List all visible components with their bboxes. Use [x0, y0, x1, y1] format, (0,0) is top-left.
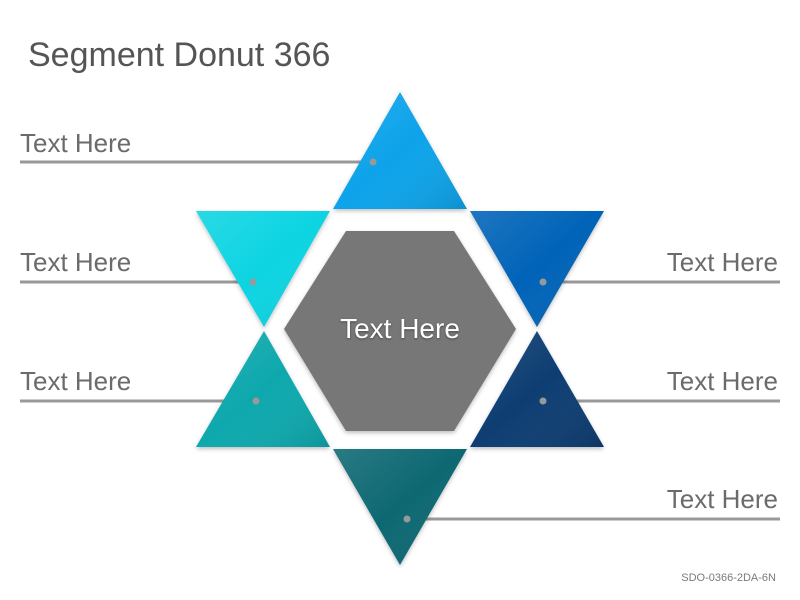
- connector-dot: [252, 397, 260, 405]
- connector-dot: [403, 515, 411, 523]
- connectors: [20, 160, 780, 521]
- connector-dots: [249, 158, 547, 523]
- center-label: Text Here: [340, 313, 460, 344]
- segment-label-4: Text Here: [666, 247, 778, 277]
- segment-label-5: Text Here: [666, 366, 778, 396]
- connector-dot: [249, 278, 257, 286]
- segment-gloss: [333, 449, 467, 565]
- segment-label-3: Text Here: [20, 366, 132, 396]
- segment-gloss: [333, 92, 467, 209]
- connector-dot: [369, 158, 377, 166]
- segment-gloss: [196, 211, 330, 327]
- segment-gloss: [470, 331, 604, 447]
- center-hexagon[interactable]: [284, 231, 516, 431]
- segment-label-2: Text Here: [20, 247, 132, 277]
- slide-title: Segment Donut 366: [28, 36, 331, 74]
- segment-label-1: Text Here: [20, 128, 132, 158]
- footer-code: SDO-0366-2DA-6N: [681, 572, 776, 584]
- segment-gloss: [470, 211, 604, 327]
- connector-dot: [539, 397, 547, 405]
- segment-gloss: [196, 331, 330, 447]
- connector-dot: [539, 278, 547, 286]
- segments: [196, 92, 604, 565]
- segment-label-6: Text Here: [666, 484, 778, 514]
